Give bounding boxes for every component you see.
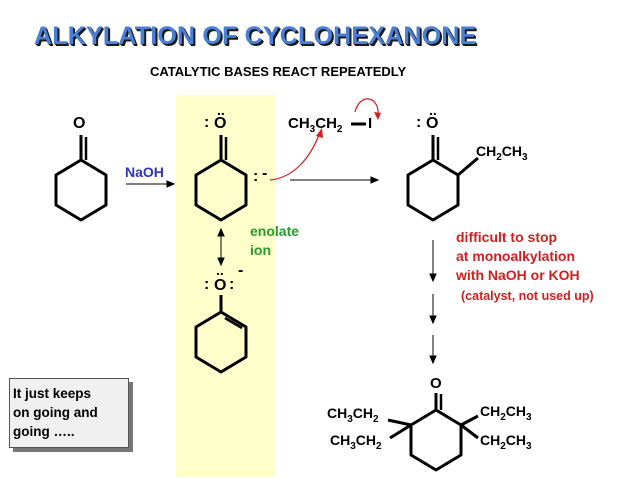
difficulty-line3: with NaOH or KOH: [456, 267, 580, 283]
difficulty-line4: (catalyst, not used up): [461, 289, 594, 303]
atom-o-4: O: [426, 115, 439, 132]
ring-monoalkyl-product: [406, 158, 460, 222]
enolate-label-line1: enolate: [250, 223, 300, 239]
lone-pair-left-1: :: [204, 114, 210, 131]
side-note-line2: on going and: [13, 405, 98, 420]
atom-o-1: O: [73, 115, 86, 132]
reagent-naoh: NaOH: [125, 164, 164, 180]
ring-enolate: [194, 158, 248, 222]
lone-pair-dots-2: ..: [216, 262, 224, 278]
leaving-group-curved-arrow: [354, 98, 379, 117]
oxide-charge: -: [238, 262, 244, 279]
atom-o-3: O: [214, 277, 227, 294]
alkyl-halide: CH3CH2: [288, 115, 343, 135]
lone-pair-dots-1: ..: [217, 102, 225, 118]
lone-pair-right-2: :: [229, 276, 235, 293]
lone-pair-left-2: :: [204, 276, 210, 293]
side-note-box: [9, 378, 129, 448]
side-note-line3: going …..: [13, 424, 75, 439]
page-subtitle: CATALYTIC BASES REACT REPEATEDLY: [150, 64, 407, 79]
enolate-label: enolate ion: [250, 222, 299, 260]
difficulty-line2: at monoalkylation: [456, 248, 576, 264]
ethyl-bond: [457, 156, 479, 177]
carbanion-lone-pair: :: [253, 168, 259, 185]
lone-pair-left-3: :: [416, 114, 422, 131]
ring-cyclohexanone: [54, 158, 108, 222]
enolate-label-line2: ion: [250, 242, 271, 258]
ethyl-substituent: CH2CH3: [476, 143, 528, 163]
ethyl-left-bottom: CH3CH2: [330, 432, 382, 452]
difficulty-note: difficult to stop at monoalkylation with…: [456, 228, 580, 285]
alkene-double-bond: [224, 316, 243, 330]
carbanion-charge: -: [262, 165, 268, 182]
atom-o-2: O: [214, 115, 227, 132]
iodine-atom: I: [368, 115, 373, 132]
page-title: ALKYLATION OF CYCLOHEXANONE: [34, 22, 477, 50]
atom-o-5: O: [430, 375, 442, 392]
ethyl-right-bottom: CH2CH3: [480, 432, 532, 452]
ring-enolate-resonance: [194, 310, 248, 374]
ethyl-right-top: CH2CH3: [480, 403, 532, 423]
ethyl-left-top: CH3CH2: [327, 405, 379, 425]
nucleophile-curved-arrow: [269, 131, 321, 181]
side-note-text: It just keeps on going and going …..: [13, 384, 98, 441]
lone-pair-dots-3: ..: [429, 102, 437, 118]
ring-tetraalkyl-product: [409, 408, 463, 472]
difficulty-line1: difficult to stop: [456, 229, 558, 245]
side-note-line1: It just keeps: [13, 386, 92, 401]
